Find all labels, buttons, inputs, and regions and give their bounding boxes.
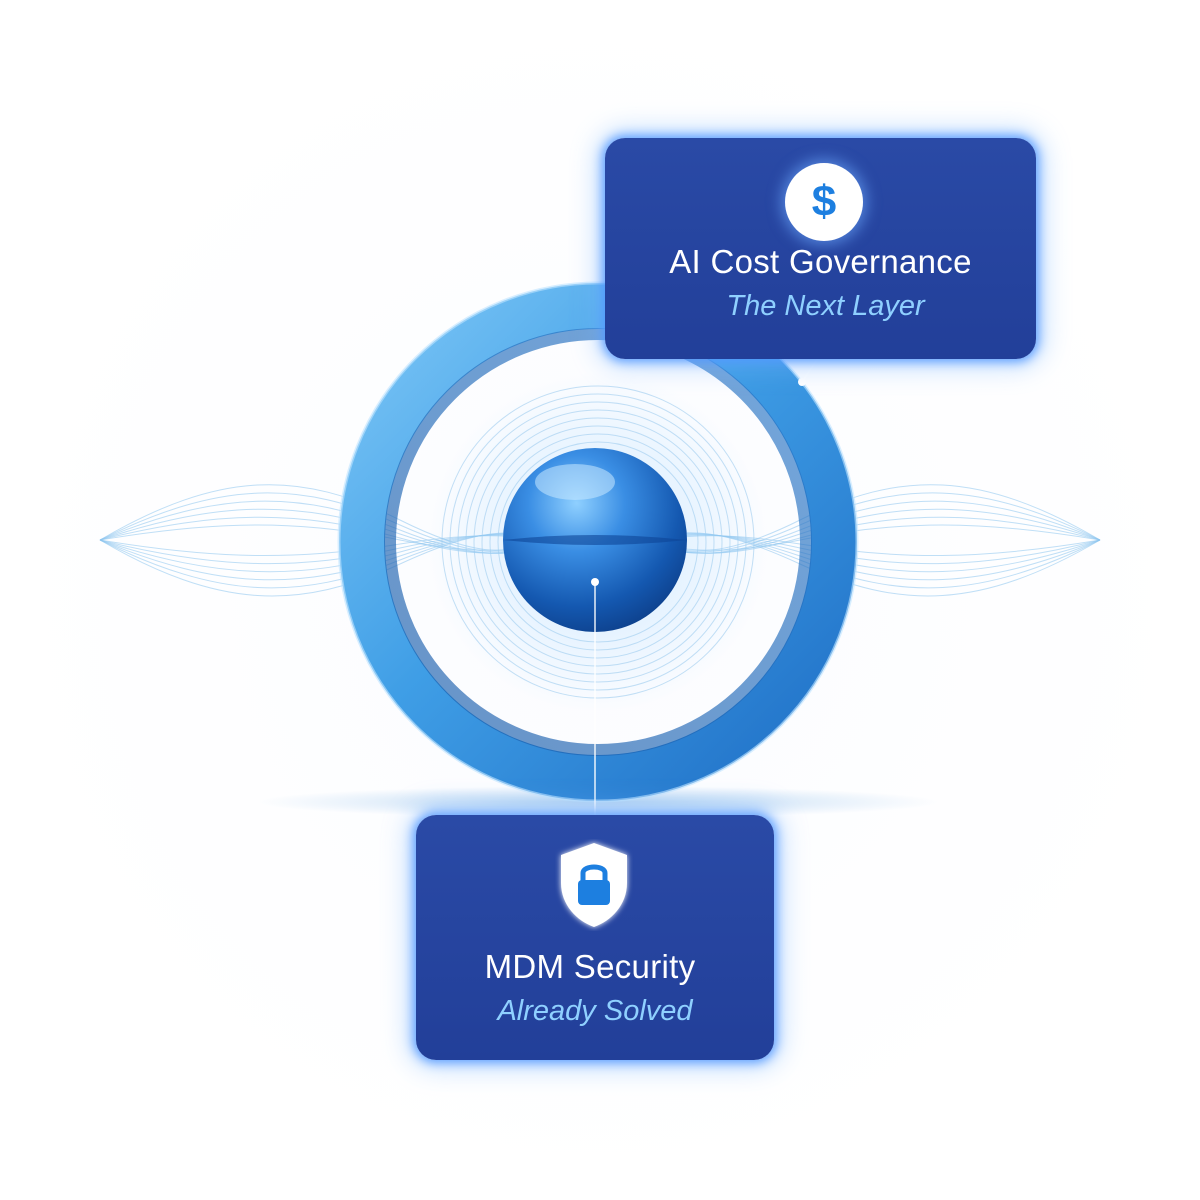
concentric-rings bbox=[441, 385, 755, 699]
card-title: AI Cost Governance bbox=[669, 243, 972, 280]
card-subtitle: The Next Layer bbox=[726, 290, 925, 322]
mdm-security-card: MDM Security Already Solved bbox=[416, 815, 774, 1060]
core-sphere bbox=[503, 448, 687, 632]
card-subtitle: Already Solved bbox=[497, 995, 693, 1027]
dollar-icon: $ bbox=[785, 163, 863, 241]
ai-cost-governance-card: $ AI Cost Governance The Next Layer bbox=[605, 138, 1036, 359]
connector-mdm bbox=[591, 578, 599, 818]
connector-cost bbox=[798, 357, 819, 386]
shield-lock-icon bbox=[561, 843, 627, 927]
outer-ring bbox=[337, 281, 859, 803]
card-title: MDM Security bbox=[484, 948, 696, 985]
